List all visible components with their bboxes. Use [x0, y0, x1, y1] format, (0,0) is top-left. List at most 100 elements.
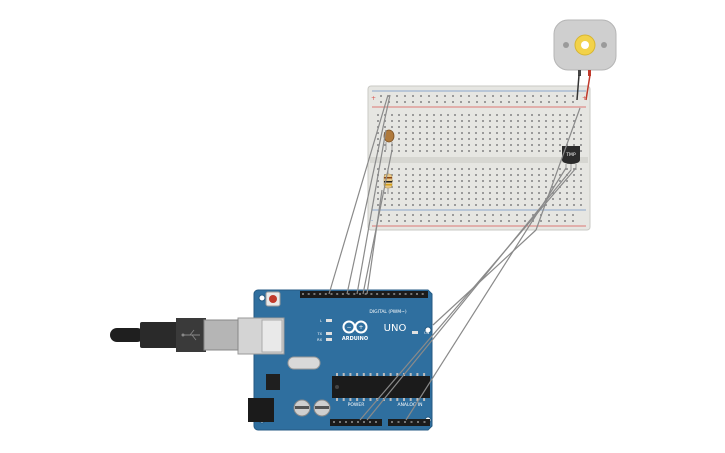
breadboard-hole	[580, 120, 582, 122]
breadboard-hole	[454, 138, 456, 140]
digital-pin-header[interactable]	[300, 291, 428, 298]
breadboard-hole	[468, 198, 470, 200]
breadboard-hole	[510, 114, 512, 116]
rail-hole	[412, 220, 414, 222]
motor-shaft	[581, 41, 589, 49]
breadboard-hole	[468, 186, 470, 188]
motor-lead-black[interactable]	[576, 74, 580, 101]
breadboard-hole	[531, 198, 533, 200]
breadboard-hole	[524, 180, 526, 182]
breadboard-hole	[503, 132, 505, 134]
rail-hole	[548, 95, 550, 97]
breadboard-hole	[566, 138, 568, 140]
wires[interactable]	[328, 94, 581, 421]
wire[interactable]	[405, 167, 567, 421]
breadboard-hole	[510, 138, 512, 140]
wire[interactable]	[356, 129, 387, 295]
breadboard-hole	[475, 204, 477, 206]
breadboard-hole	[405, 114, 407, 116]
breadboard-hole	[503, 168, 505, 170]
led-on-label: ON	[424, 331, 430, 335]
breadboard-hole	[566, 198, 568, 200]
breadboard-hole	[426, 144, 428, 146]
breadboard-hole	[503, 144, 505, 146]
breadboard[interactable]: + + -	[367, 85, 591, 231]
chip-pin	[336, 373, 338, 376]
breadboard-hole	[510, 186, 512, 188]
power-pin-header[interactable]	[330, 419, 382, 426]
breadboard-hole	[405, 126, 407, 128]
breadboard-hole	[447, 150, 449, 152]
voltage-regulator	[266, 374, 280, 390]
breadboard-hole	[496, 144, 498, 146]
wire[interactable]	[366, 189, 383, 295]
wire[interactable]	[432, 229, 537, 326]
chip-pin	[376, 373, 379, 376]
breadboard-hole	[468, 138, 470, 140]
rail-hole	[412, 214, 414, 216]
motor-lead-red[interactable]	[585, 74, 591, 101]
breadboard-hole	[531, 150, 533, 152]
analog-pin	[410, 421, 413, 423]
breadboard-center-channel	[370, 157, 588, 163]
breadboard-hole	[433, 132, 435, 134]
breadboard-hole	[391, 126, 393, 128]
breadboard-hole	[433, 198, 435, 200]
bottom-pins[interactable]	[333, 421, 426, 423]
breadboard-hole	[377, 120, 379, 122]
breadboard-hole	[405, 150, 407, 152]
rail-hole	[396, 220, 398, 222]
breadboard-hole	[461, 150, 463, 152]
breadboard-hole	[475, 126, 477, 128]
breadboard-hole	[440, 168, 442, 170]
photoresistor[interactable]	[383, 129, 395, 150]
breadboard-hole	[510, 120, 512, 122]
breadboard-hole	[412, 168, 414, 170]
breadboard-hole	[503, 198, 505, 200]
reset-button-cap[interactable]	[269, 295, 277, 303]
digital-pin	[313, 293, 316, 295]
breadboard-hole	[573, 192, 575, 194]
breadboard-hole	[468, 114, 470, 116]
breadboard-hole	[412, 198, 414, 200]
breadboard-hole	[517, 132, 519, 134]
chip-pin	[396, 398, 399, 401]
wire[interactable]	[366, 169, 572, 421]
breadboard-hole	[391, 186, 393, 188]
rail-hole	[492, 101, 494, 103]
breadboard-holes[interactable]	[377, 95, 582, 222]
wire[interactable]	[346, 94, 391, 295]
wire[interactable]	[328, 94, 389, 295]
breadboard-hole	[426, 168, 428, 170]
breadboard-hole	[440, 186, 442, 188]
breadboard-hole	[398, 150, 400, 152]
analog-pin-header[interactable]	[388, 419, 430, 426]
breadboard-hole	[566, 204, 568, 206]
rail-hole	[524, 101, 526, 103]
dc-motor[interactable]	[553, 19, 617, 76]
usb-cable[interactable]	[110, 318, 239, 352]
breadboard-hole	[454, 126, 456, 128]
rail-hole	[476, 220, 478, 222]
arduino-uno-board[interactable]: DIGITAL (PWM~) L TX RX ON − + ARDUINO UN…	[237, 289, 433, 431]
breadboard-hole	[377, 204, 379, 206]
dc-barrel-jack[interactable]	[248, 398, 274, 422]
breadboard-hole	[524, 168, 526, 170]
chip-pin	[403, 398, 405, 401]
breadboard-hole	[426, 138, 428, 140]
breadboard-hole	[552, 168, 554, 170]
breadboard-hole	[412, 114, 414, 116]
breadboard-hole	[447, 126, 449, 128]
breadboard-hole	[440, 120, 442, 122]
wire[interactable]	[535, 107, 581, 231]
breadboard-hole	[412, 186, 414, 188]
breadboard-hole	[447, 168, 449, 170]
breadboard-hole	[580, 168, 582, 170]
breadboard-hole	[517, 114, 519, 116]
led-rx-label: RX	[317, 338, 322, 342]
digital-pins[interactable]	[302, 293, 424, 295]
breadboard-hole	[468, 204, 470, 206]
breadboard-hole	[482, 138, 484, 140]
breadboard-hole	[412, 204, 414, 206]
